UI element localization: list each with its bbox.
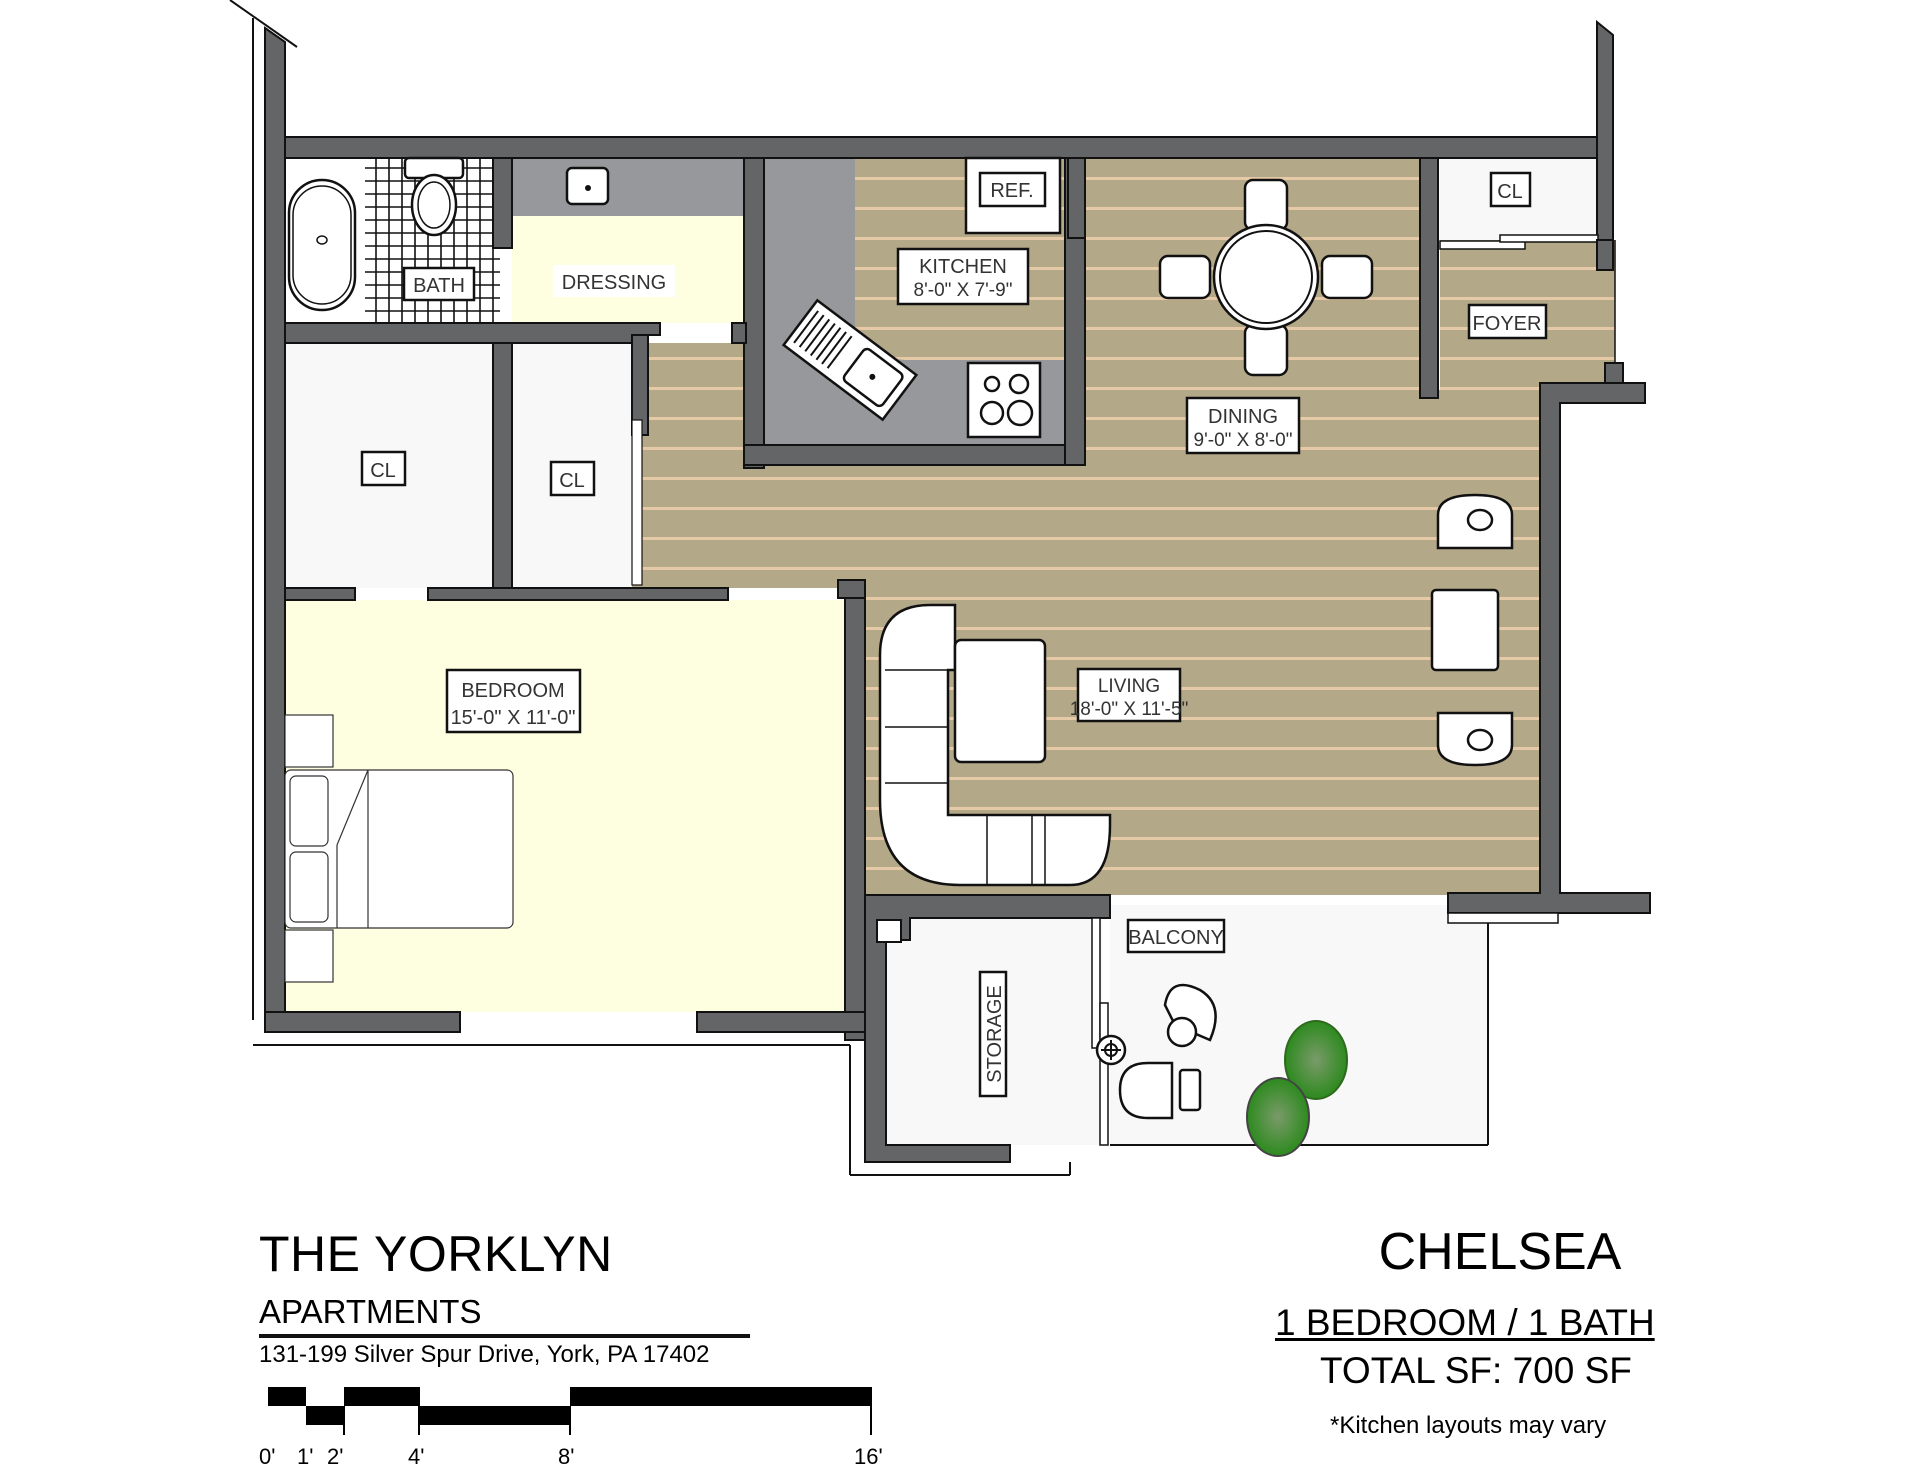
svg-text:9'-0" X 8'-0": 9'-0" X 8'-0" (1194, 430, 1293, 451)
scale-label-1: 1' (297, 1444, 314, 1469)
room-label-foyer: FOYER (1467, 303, 1548, 340)
room-label-kitchen: KITCHEN 8'-0" X 7'-9" (896, 247, 1030, 306)
svg-text:15'-0" X 11'-0": 15'-0" X 11'-0" (451, 707, 576, 729)
room-label-foyer-closet: CL (1489, 171, 1532, 208)
address: 131-199 Silver Spur Drive, York, PA 1740… (259, 1341, 710, 1368)
plant-icon (1246, 1020, 1348, 1157)
bed-icon (284, 714, 514, 983)
svg-text:DINING: DINING (1208, 406, 1278, 428)
coffee-table-icon (953, 638, 1047, 764)
patio-chair-icon (1118, 983, 1217, 1120)
svg-text:KITCHEN: KITCHEN (919, 256, 1007, 278)
armchair-icon (1436, 493, 1514, 550)
room-label-bedroom: BEDROOM 15'-0" X 11'-0" (445, 668, 582, 734)
armchair-icon (1436, 711, 1514, 767)
room-label-storage: STORAGE (978, 970, 1008, 1098)
brand-subtitle: APARTMENTS (259, 1293, 482, 1330)
svg-text:18'-0" X 11'-5": 18'-0" X 11'-5" (1070, 699, 1189, 720)
room-label-closet-left: CL (360, 450, 407, 487)
scale-label-16: 16' (854, 1444, 883, 1469)
svg-text:DRESSING: DRESSING (562, 272, 666, 294)
kitchen-sink-icon (781, 298, 919, 422)
svg-text:STORAGE: STORAGE (984, 985, 1006, 1082)
svg-text:BATH: BATH (413, 275, 465, 297)
room-label-balcony: BALCONY (1126, 918, 1226, 954)
cooktop-icon (966, 361, 1042, 439)
room-label-dressing: DRESSING (553, 265, 675, 297)
total-square-feet: TOTAL SF: 700 SF (1320, 1350, 1632, 1391)
room-label-refrigerator: REF. (978, 171, 1047, 208)
svg-text:CL: CL (559, 470, 585, 492)
svg-text:BEDROOM: BEDROOM (461, 680, 564, 702)
brand-divider (259, 1334, 750, 1338)
sectional-sofa-icon (878, 603, 1112, 887)
toilet-icon (403, 156, 465, 237)
room-label-bath: BATH (402, 266, 476, 302)
svg-text:CL: CL (1497, 181, 1523, 203)
svg-text:8'-0" X 7'-9": 8'-0" X 7'-9" (914, 280, 1013, 301)
sink-icon (565, 166, 610, 206)
room-label-dining: DINING 9'-0" X 8'-0" (1185, 396, 1301, 455)
brand-title: THE YORKLYN (259, 1226, 613, 1282)
room-label-living: LIVING 18'-0" X 11'-5" (1070, 667, 1189, 723)
patio-side-table-icon (1095, 1034, 1127, 1066)
walls (229, 0, 1651, 1176)
bathtub-icon (287, 178, 357, 312)
svg-text:CL: CL (370, 460, 396, 482)
unit-name: CHELSEA (1378, 1223, 1622, 1281)
svg-text:LIVING: LIVING (1098, 676, 1160, 697)
side-table-icon (1430, 588, 1500, 672)
scale-label-4: 4' (408, 1444, 425, 1469)
scale-bar (268, 1387, 872, 1435)
svg-text:REF.: REF. (990, 180, 1033, 202)
scale-label-0: 0' (259, 1444, 276, 1469)
kitchen-note: *Kitchen layouts may vary (1330, 1412, 1607, 1439)
svg-text:FOYER: FOYER (1473, 313, 1542, 335)
unit-type: 1 BEDROOM / 1 BATH (1275, 1302, 1655, 1343)
dining-table-icon (1158, 178, 1374, 377)
svg-text:BALCONY: BALCONY (1128, 927, 1224, 949)
scale-label-8: 8' (558, 1444, 575, 1469)
room-label-closet-mid: CL (549, 460, 596, 497)
scale-label-2: 2' (327, 1444, 344, 1469)
